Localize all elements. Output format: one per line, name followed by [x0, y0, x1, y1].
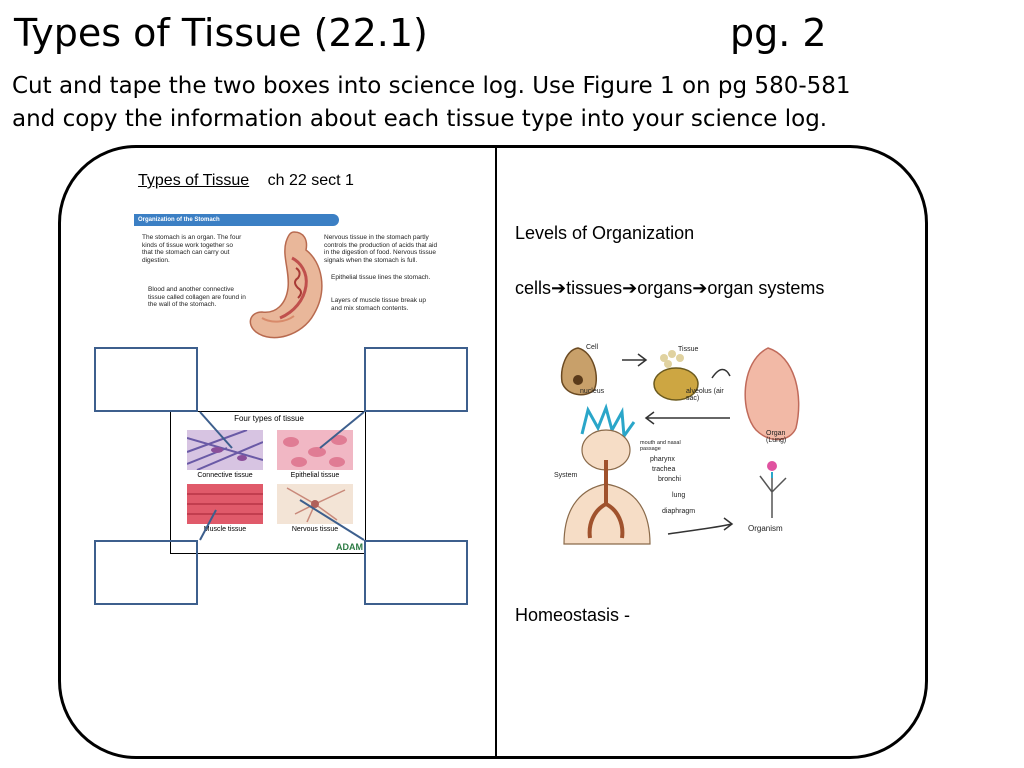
- stomach-figure: Organization of the Stomach The stomach …: [134, 214, 440, 346]
- connective-tissue-label: Connective tissue: [197, 472, 253, 479]
- tissue-figure-title: Four types of tissue: [234, 414, 304, 423]
- label-pharynx: pharynx: [650, 456, 675, 463]
- page-number: pg. 2: [730, 11, 827, 55]
- nervous-tissue-answer-box[interactable]: [364, 540, 468, 605]
- tissue-figure: Four types of tissue Connective tissue E…: [170, 411, 366, 554]
- label-mouth: mouth and nasal passage: [640, 440, 681, 452]
- nervous-tissue-label: Nervous tissue: [291, 526, 339, 533]
- levels-sequence: cells➔tissues➔organs➔organ systems: [515, 278, 824, 299]
- epithelial-tissue-image: [277, 430, 353, 470]
- label-tissue: Tissue: [678, 346, 699, 353]
- epithelial-tissue-label: Epithelial tissue: [290, 472, 340, 479]
- organization-figure: Cell nucleus Tissue alveolus (air sac) O…: [554, 338, 816, 546]
- instructions-line-1: Cut and tape the two boxes into science …: [12, 73, 851, 99]
- label-bronchi: bronchi: [658, 476, 681, 483]
- arrow-icon: ➔: [622, 278, 638, 298]
- title-main: Types of Tissue (22.1): [14, 11, 428, 55]
- panel-divider: [495, 147, 497, 759]
- stomach-text-organ: The stomach is an organ. The four kinds …: [142, 234, 242, 264]
- left-heading-ref: ch 22 sect 1: [267, 172, 354, 189]
- stomach-figure-title: Organization of the Stomach: [134, 214, 339, 226]
- level-organs: organs: [637, 278, 693, 298]
- instructions: Cut and tape the two boxes into science …: [12, 70, 1012, 136]
- left-heading-title: Types of Tissue: [138, 172, 250, 189]
- stomach-text-epithelial: Epithelial tissue lines the stomach.: [331, 274, 431, 281]
- label-organ: Organ (Lung): [766, 430, 787, 444]
- muscle-tissue-image: [187, 484, 263, 524]
- log-frame: [58, 145, 928, 759]
- level-tissues: tissues: [566, 278, 623, 298]
- label-cell: Cell: [586, 344, 599, 351]
- epithelial-tissue-answer-box[interactable]: [364, 347, 468, 412]
- label-nucleus: nucleus: [580, 388, 605, 395]
- levels-heading: Levels of Organization: [515, 223, 695, 243]
- label-organism: Organism: [748, 524, 783, 533]
- instructions-line-2: and copy the information about each tiss…: [12, 106, 828, 132]
- organization-illustration: [560, 347, 800, 545]
- left-heading: Types of Tissue ch 22 sect 1: [138, 172, 354, 190]
- stomach-text-muscle: Layers of muscle tissue break up and mix…: [331, 297, 427, 312]
- label-diaphragm: diaphragm: [662, 508, 696, 515]
- label-trachea: trachea: [652, 466, 676, 473]
- nervous-tissue-image: [277, 484, 353, 524]
- homeostasis-label: Homeostasis -: [515, 605, 631, 625]
- arrow-icon: ➔: [551, 278, 567, 298]
- stomach-text-nervous: Nervous tissue in the stomach partly con…: [324, 234, 438, 264]
- muscle-tissue-answer-box[interactable]: [94, 540, 198, 605]
- label-system: System: [554, 472, 578, 479]
- label-alveolus: alveolus (air sac): [686, 388, 724, 402]
- connective-tissue-image: [187, 430, 263, 470]
- arrow-icon: ➔: [692, 278, 708, 298]
- label-lung: lung: [672, 492, 686, 499]
- page-title: Types of Tissue (22.1) pg. 2: [14, 10, 1014, 56]
- level-organ-systems: organ systems: [707, 278, 825, 298]
- adam-logo: ADAM: [336, 542, 363, 552]
- stomach-text-connective: Blood and another connective tissue call…: [148, 286, 246, 308]
- stomach-illustration: [249, 231, 323, 339]
- muscle-tissue-label: Muscle tissue: [203, 526, 247, 533]
- level-cells: cells: [515, 278, 552, 298]
- connective-tissue-answer-box[interactable]: [94, 347, 198, 412]
